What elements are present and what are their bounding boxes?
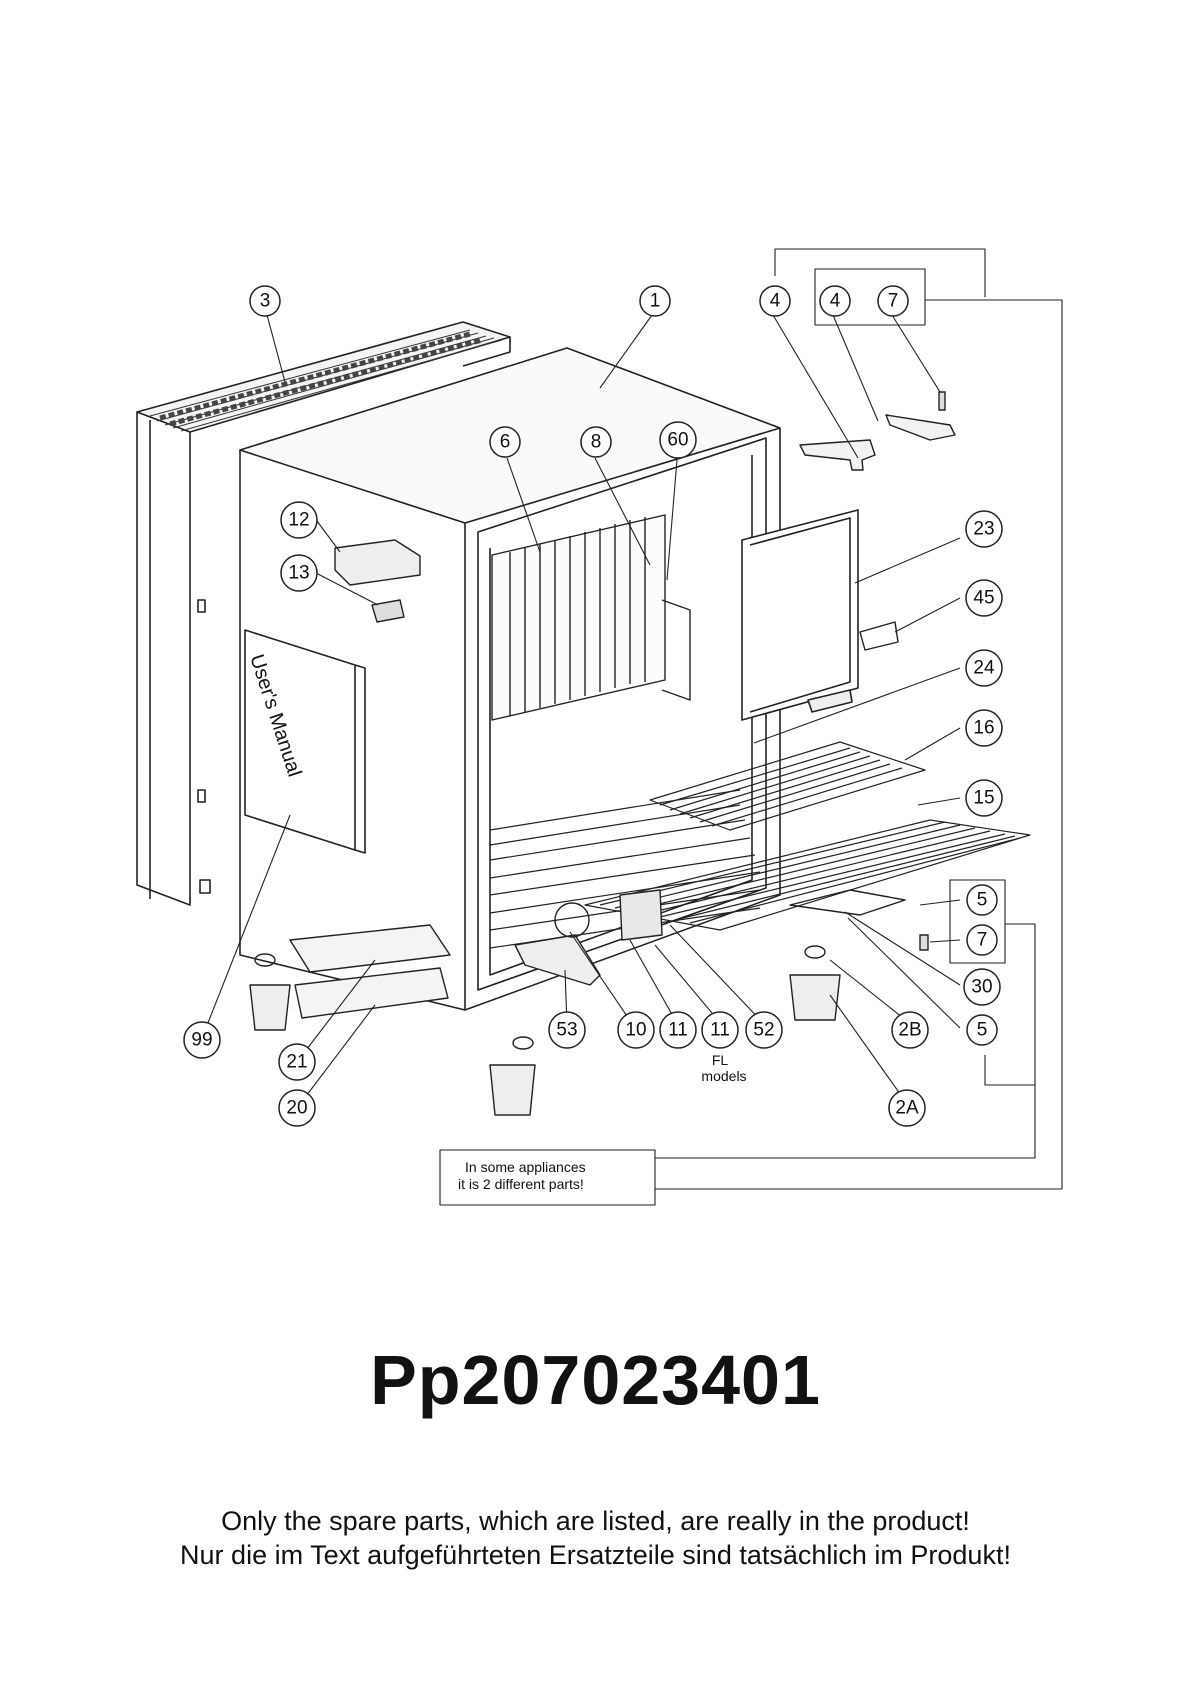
callout-2B (891, 1011, 929, 1049)
callout-label-60: 60 (667, 430, 688, 451)
callout-4a (759, 285, 791, 317)
callout-label-45: 45 (973, 588, 994, 609)
callout-label-53: 53 (556, 1020, 577, 1041)
callout-labels: 3 1 4 4 7 6 8 60 12 13 23 45 24 16 15 5 … (191, 291, 995, 1119)
callout-7a (877, 285, 909, 317)
callout-label-2B: 2B (898, 1020, 921, 1041)
callout-label-15: 15 (973, 788, 994, 809)
callout-bubbles (183, 285, 1003, 1127)
callout-label-13: 13 (288, 563, 309, 584)
callout-label-23: 23 (973, 519, 994, 540)
footnote-german: Nur die im Text aufgeführteten Ersatztei… (180, 1540, 1011, 1570)
callout-2A (888, 1089, 926, 1127)
callout-20 (278, 1089, 316, 1127)
wire-shelves (489, 741, 1031, 949)
callout-label-30: 30 (971, 977, 992, 998)
callout-label-52: 52 (753, 1020, 774, 1041)
callout-label-5a: 5 (977, 890, 988, 911)
grouping-boxes (439, 248, 1063, 1206)
callout-30 (963, 968, 1001, 1006)
callout-24 (965, 649, 1003, 687)
model-number: Pp207023401 (370, 1341, 821, 1419)
callout-12 (280, 501, 318, 539)
callout-label-5b: 5 (977, 1020, 988, 1041)
top-grille-panel (136, 321, 511, 906)
info-box-line1: In some appliances (465, 1159, 586, 1175)
callout-label-4a: 4 (770, 291, 781, 312)
callout-label-12: 12 (288, 510, 309, 531)
callout-label-2A: 2A (895, 1098, 919, 1119)
callout-label-11b: 11 (710, 1020, 730, 1041)
callout-53 (548, 1011, 586, 1049)
callout-16 (965, 709, 1003, 747)
callout-52 (745, 1011, 783, 1049)
callout-label-10: 10 (625, 1020, 646, 1041)
callout-11b (701, 1011, 739, 1049)
callout-99 (183, 1021, 221, 1059)
callout-label-20: 20 (286, 1098, 307, 1119)
callout-10 (617, 1011, 655, 1049)
callout-6 (489, 426, 521, 458)
callout-3 (249, 285, 281, 317)
fl-note-line2: models (701, 1068, 746, 1084)
callout-1 (639, 285, 671, 317)
callout-label-16: 16 (973, 718, 994, 739)
leader-lines (201, 314, 961, 1109)
footnote-english: Only the spare parts, which are listed, … (221, 1506, 970, 1536)
callout-60 (659, 421, 697, 459)
fl-note-line1: FL (712, 1052, 729, 1068)
door-panel (741, 509, 859, 721)
callout-21 (278, 1043, 316, 1081)
callout-7b (966, 924, 998, 956)
evaporator-fins (491, 514, 691, 721)
callout-label-21: 21 (286, 1052, 307, 1073)
callout-label-7b: 7 (977, 930, 988, 951)
callout-label-4b: 4 (830, 291, 841, 312)
callout-5a (966, 884, 998, 916)
callout-15 (965, 779, 1003, 817)
callout-4b (819, 285, 851, 317)
callout-11a (659, 1011, 697, 1049)
callout-8 (580, 426, 612, 458)
callout-13 (280, 554, 318, 592)
users-manual-book (244, 629, 366, 854)
callout-label-3: 3 (260, 291, 271, 312)
small-parts (249, 391, 956, 1116)
callout-label-6: 6 (500, 432, 511, 453)
callout-5b (966, 1014, 998, 1046)
callout-label-24: 24 (973, 658, 995, 679)
info-box-line2: it is 2 different parts! (458, 1176, 584, 1192)
callout-label-99: 99 (191, 1030, 212, 1051)
callout-label-1: 1 (650, 291, 661, 312)
callout-45 (965, 579, 1003, 617)
callout-23 (965, 510, 1003, 548)
callout-label-11a: 11 (668, 1020, 688, 1041)
callout-label-7a: 7 (888, 291, 899, 312)
callout-label-8: 8 (591, 432, 602, 453)
